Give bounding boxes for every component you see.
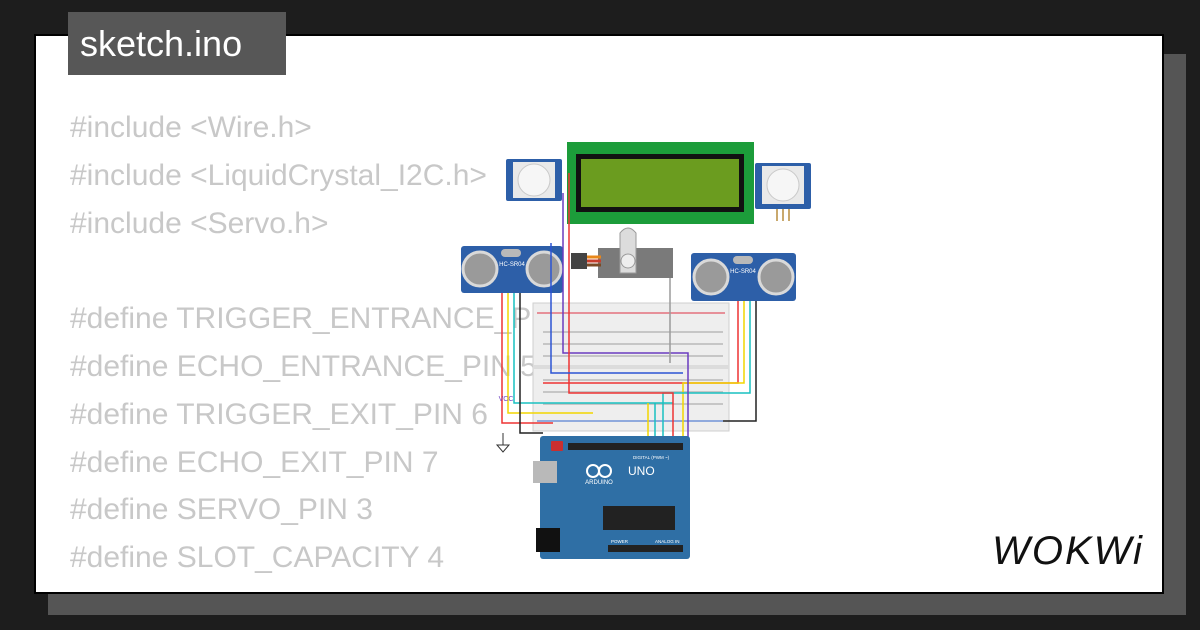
power-label: POWER — [611, 539, 629, 544]
ultrasonic-sensor-right: HC-SR04 — [691, 253, 796, 301]
board-label: UNO — [628, 464, 655, 478]
circuit-diagram: HC-SR04 HC-SR04 — [433, 103, 813, 573]
breadboard — [532, 302, 730, 432]
code-line: #define ECHO_ENTRANCE_PIN 5 — [70, 349, 537, 383]
circuit-svg: HC-SR04 HC-SR04 — [461, 142, 811, 559]
pir-sensor-left — [506, 159, 562, 201]
digital-label: DIGITAL (PWM ~) — [633, 455, 670, 460]
pir-sensor-right — [755, 163, 811, 221]
brand-name: WOKWi — [992, 529, 1144, 573]
wokwi-logo: WOKWi — [982, 526, 1154, 574]
code-line: #include <Servo.h> — [70, 206, 329, 240]
file-tab-label[interactable]: sketch.ino — [68, 12, 286, 75]
wokwi-logo-svg: WOKWi — [992, 529, 1144, 573]
code-line: #include <Wire.h> — [70, 111, 312, 144]
code-listing: #include <Wire.h> #include <LiquidCrysta… — [70, 104, 586, 582]
lcd-display — [567, 142, 754, 224]
code-line: #define ECHO_EXIT_PIN 7 — [70, 445, 439, 479]
code-line: #include <LiquidCrystal_I2C.h> — [70, 158, 487, 192]
code-line: #define TRIGGER_ENTRANCE_PIN 4 — [70, 302, 587, 336]
power-symbols: VCC — [495, 396, 514, 453]
servo-motor — [571, 227, 673, 278]
ultrasonic-left-label: HC-SR04 — [499, 262, 525, 268]
board-brand: ARDUINO — [585, 480, 613, 486]
code-line: #define SERVO_PIN 3 — [70, 493, 373, 527]
code-line: #define SLOT_CAPACITY 4 — [70, 541, 445, 575]
analog-label: ANALOG IN — [655, 539, 680, 544]
preview-card: #include <Wire.h> #include <LiquidCrysta… — [34, 34, 1164, 594]
arduino-uno: UNO ARDUINO DIGITAL (PWM ~) POWER ANALOG… — [533, 436, 690, 559]
ultrasonic-right-label: HC-SR04 — [730, 269, 756, 275]
code-line: #define TRIGGER_EXIT_PIN 6 — [70, 397, 488, 431]
ultrasonic-sensor-left: HC-SR04 — [461, 246, 563, 293]
vcc-label: VCC — [499, 396, 514, 403]
